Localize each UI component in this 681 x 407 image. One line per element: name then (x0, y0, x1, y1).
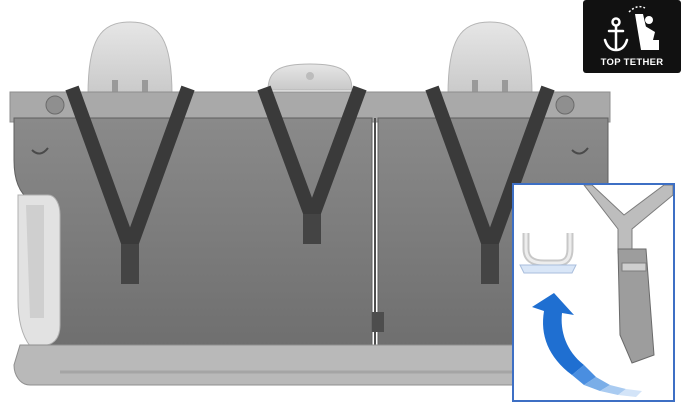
strap-buckle-right (481, 244, 499, 284)
tether-hook-detail (514, 185, 673, 400)
headrest-left (88, 22, 172, 98)
strap-buckle-left (121, 244, 139, 284)
top-tether-badge: TOP TETHER (583, 0, 681, 73)
headrest-right (448, 22, 532, 98)
headrest-center (268, 64, 352, 90)
tether-hook-detail-inset (512, 183, 675, 402)
top-tether-label: TOP TETHER (583, 57, 681, 68)
anchor-u-hook (520, 233, 576, 273)
strap-buckle-center (303, 214, 321, 244)
